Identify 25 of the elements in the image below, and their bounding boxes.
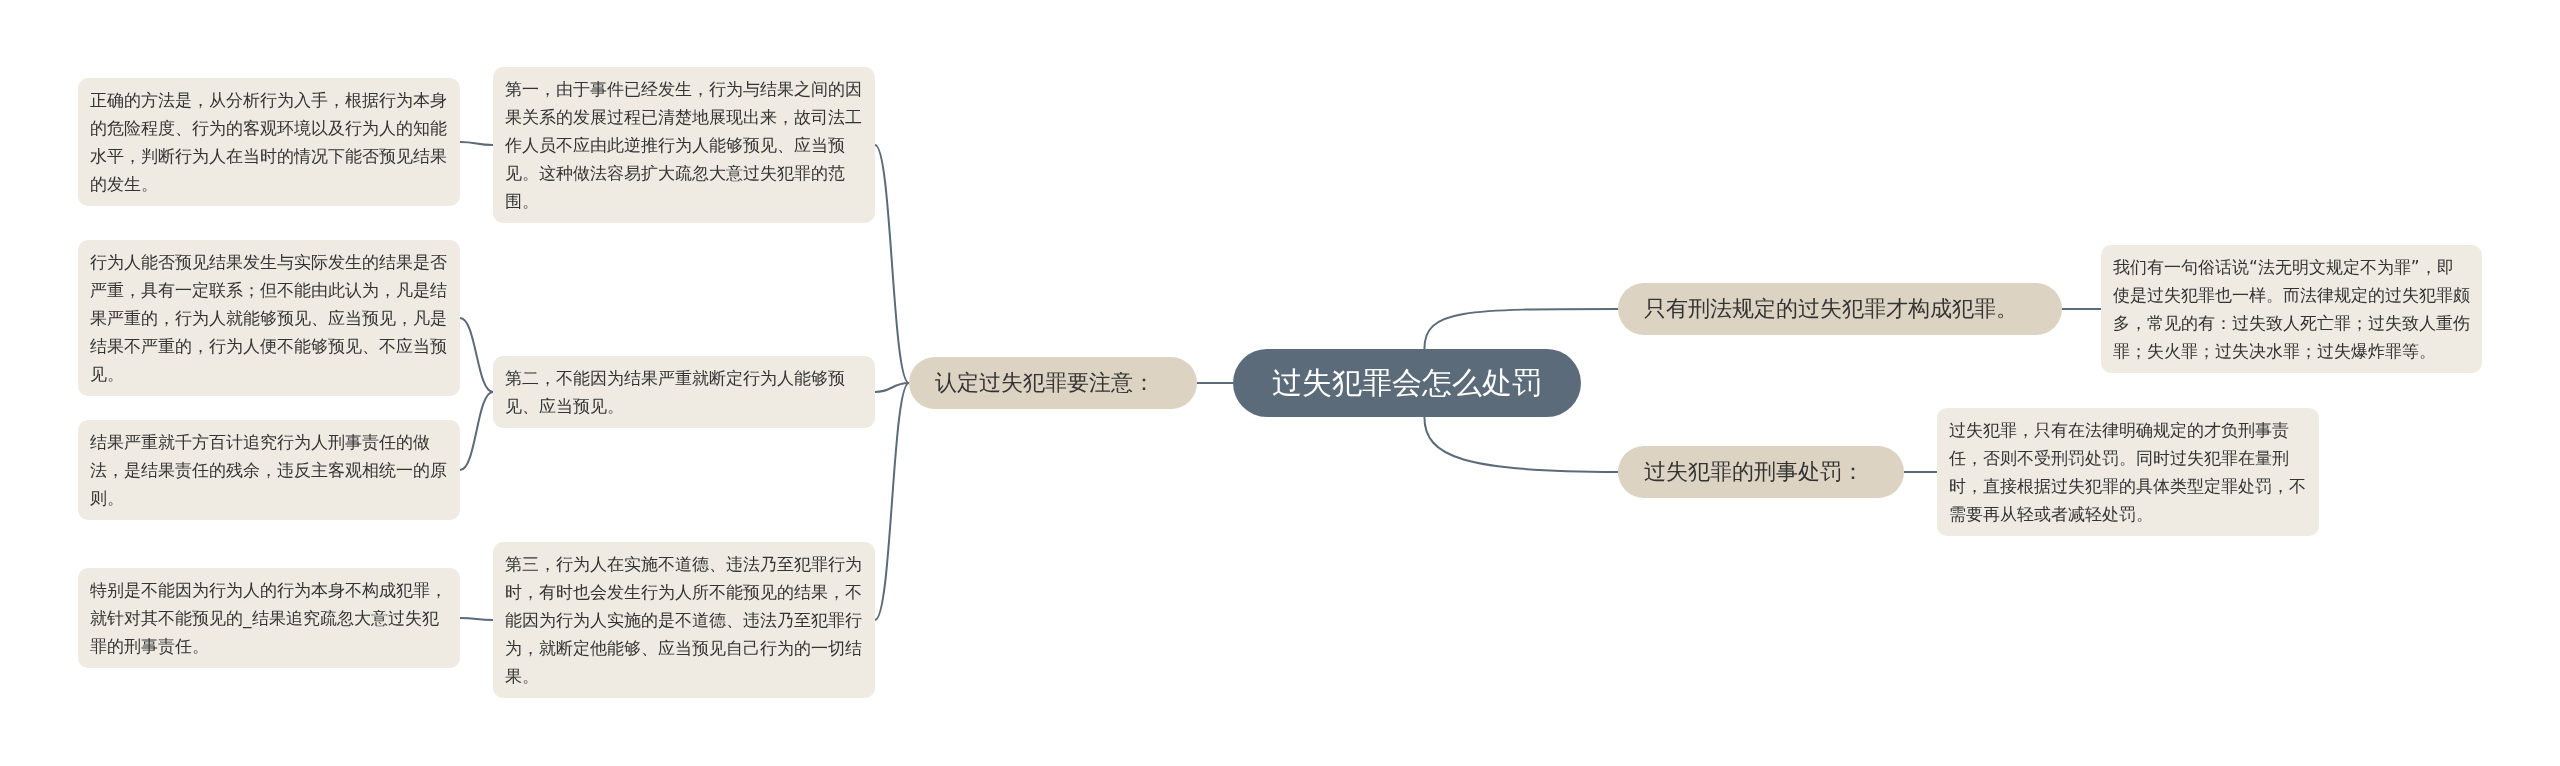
connector-line (1196, 382, 1234, 384)
connector-line (1903, 471, 1938, 473)
connector-line (2061, 308, 2102, 310)
note-card: 第二，不能因为结果严重就断定行为人能够预见、应当预见。 (493, 356, 875, 428)
connector-line (874, 382, 910, 393)
note-card: 第三，行为人在实施不道德、违法乃至犯罪行为时，有时也会发生行为人所不能预见的结果，不能因为行为人实施的是不道德、违法乃至犯罪行为，就断定他能够、应当预见自己行为的一切结果。 (493, 542, 875, 698)
connector-line (459, 317, 494, 393)
topic-pill: 认定过失犯罪要注意： (909, 357, 1197, 409)
connector-line (874, 382, 910, 621)
connector-line (874, 144, 910, 384)
note-card: 我们有一句俗话说“法无明文规定不为罪”，即使是过失犯罪也一样。而法律规定的过失犯罪颇多，常见的有：过失致人死亡罪；过失致人重伤罪；失火罪；过失决水罪；过失爆炸罪等。 (2101, 245, 2482, 373)
connector-line (1423, 308, 1619, 350)
central-topic: 过失犯罪会怎么处罚 (1233, 349, 1581, 417)
topic-pill: 只有刑法规定的过失犯罪才构成犯罪。 (1618, 283, 2062, 335)
note-card: 第一，由于事件已经发生，行为与结果之间的因果关系的发展过程已清楚地展现出来，故司法工作人员不应由此逆推行为人能够预见、应当预见。这种做法容易扩大疏忽大意过失犯罪的范围。 (493, 67, 875, 223)
connector-line (459, 141, 494, 146)
note-card: 行为人能否预见结果发生与实际发生的结果是否严重，具有一定联系；但不能由此认为，凡是结果严重的，行为人就能够预见、应当预见，凡是结果不严重的，行为人便不能够预见、不应当预见。 (78, 240, 460, 396)
connector-line (459, 617, 494, 621)
note-card: 正确的方法是，从分析行为入手，根据行为本身的危险程度、行为的客观环境以及行为人的知能水平，判断行为人在当时的情况下能否预见结果的发生。 (78, 78, 460, 206)
connector-line (459, 391, 494, 471)
note-card: 结果严重就千方百计追究行为人刑事责任的做法，是结果责任的残余，违反主客观相统一的原则。 (78, 420, 460, 520)
note-card: 过失犯罪，只有在法律明确规定的才负刑事责任，否则不受刑罚处罚。同时过失犯罪在量刑时，直接根据过失犯罪的具体类型定罪处罚，不需要再从轻或者减轻处罚。 (1937, 408, 2319, 536)
topic-pill: 过失犯罪的刑事处罚： (1618, 446, 1904, 498)
connector-line (1423, 416, 1619, 473)
note-card: 特别是不能因为行为人的行为本身不构成犯罪，就针对其不能预见的_结果追究疏忽大意过失犯罪的刑事责任。 (78, 568, 460, 668)
